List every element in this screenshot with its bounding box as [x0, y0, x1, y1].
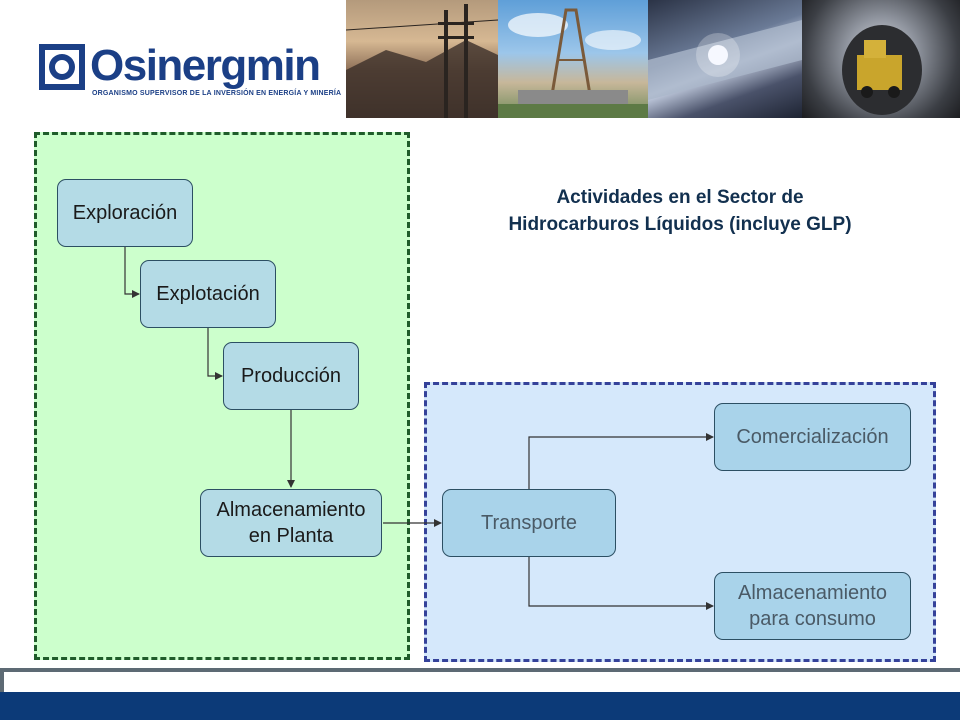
- photo-welding-pipe: [648, 0, 802, 118]
- footer-bar: [0, 692, 960, 720]
- brand-tagline: ORGANISMO SUPERVISOR DE LA INVERSIÓN EN …: [92, 90, 342, 97]
- logo-mark-icon: [39, 44, 85, 90]
- node-explotacion[interactable]: Explotación: [140, 260, 276, 328]
- osinergmin-logo: Osinergmin ORGANISMO SUPERVISOR DE LA IN…: [38, 40, 342, 110]
- node-almacenamiento-consumo-label: Almacenamiento para consumo: [738, 582, 887, 630]
- node-produccion[interactable]: Producción: [223, 342, 359, 410]
- photo-mine-tunnel: [802, 0, 960, 118]
- node-comercializacion[interactable]: Comercialización: [714, 403, 911, 471]
- photo-power-lines: [346, 0, 498, 118]
- node-exploracion-label: Exploración: [72, 202, 178, 224]
- diagram-title: Actividades en el Sector de Hidrocarburo…: [508, 187, 852, 235]
- footer-strip: [0, 672, 960, 692]
- node-comercializacion-label: Comercialización: [736, 426, 889, 448]
- brand-name: Osinergmin: [90, 41, 321, 90]
- node-transporte[interactable]: Transporte: [442, 489, 616, 557]
- node-exploracion[interactable]: Exploración: [57, 179, 193, 247]
- node-explotacion-label: Explotación: [156, 283, 260, 305]
- node-produccion-label: Producción: [240, 365, 342, 387]
- footer-divider: [0, 668, 960, 672]
- header-banner: Osinergmin ORGANISMO SUPERVISOR DE LA IN…: [0, 0, 960, 120]
- node-almacenamiento-planta[interactable]: Almacenamiento en Planta: [200, 489, 382, 557]
- node-transporte-label: Transporte: [481, 512, 577, 534]
- node-almacenamiento-planta-label: Almacenamiento en Planta: [216, 499, 366, 547]
- photo-drilling-rig: [498, 0, 648, 118]
- node-almacenamiento-consumo[interactable]: Almacenamiento para consumo: [714, 572, 911, 640]
